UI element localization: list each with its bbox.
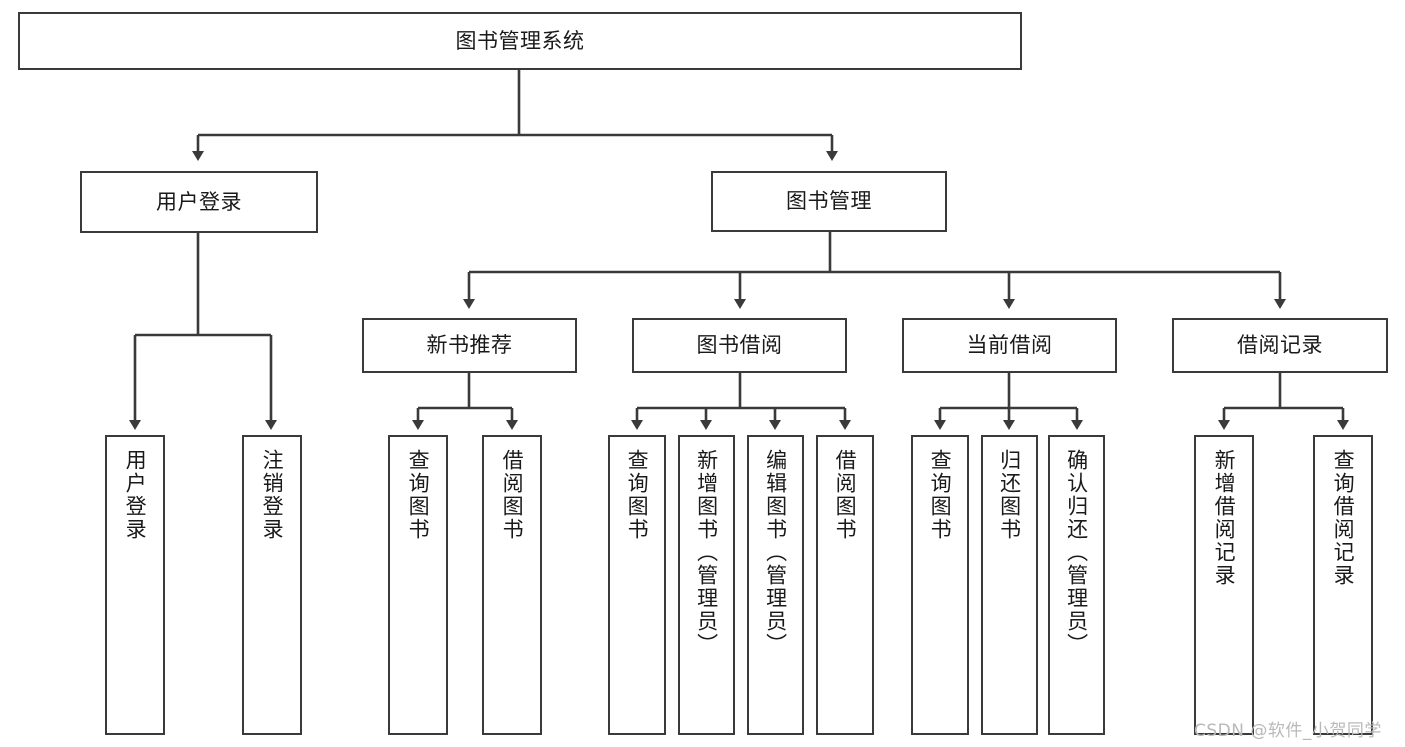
node-book-borrow[interactable]: 图书借阅 bbox=[632, 318, 847, 373]
node-label: 归还图书 bbox=[997, 449, 1022, 541]
node-leaf-add-book-admin[interactable]: 新增图书（管理员） bbox=[678, 435, 735, 735]
node-label: 查询图书 bbox=[625, 449, 650, 541]
node-current-borrow[interactable]: 当前借阅 bbox=[902, 318, 1117, 373]
node-label: 用户登录 bbox=[123, 449, 148, 541]
node-leaf-borrow-book-newbook[interactable]: 借阅图书 bbox=[482, 435, 542, 735]
node-label: 查询借阅记录 bbox=[1331, 449, 1356, 587]
node-label: 图书借阅 bbox=[696, 333, 783, 358]
node-label: 用户登录 bbox=[156, 189, 242, 214]
node-leaf-user-login[interactable]: 用户登录 bbox=[105, 435, 165, 735]
node-label: 注销登录 bbox=[260, 449, 285, 541]
node-label: 借阅图书 bbox=[833, 449, 858, 541]
node-label: 借阅图书 bbox=[500, 449, 525, 541]
node-leaf-query-book-newbook[interactable]: 查询图书 bbox=[388, 435, 448, 735]
node-label: 查询图书 bbox=[928, 449, 953, 541]
node-leaf-confirm-return-admin[interactable]: 确认归还（管理员） bbox=[1048, 435, 1105, 735]
node-label: 确认归还（管理员） bbox=[1064, 449, 1089, 656]
node-leaf-query-borrow-record[interactable]: 查询借阅记录 bbox=[1313, 435, 1373, 735]
node-label: 新书推荐 bbox=[426, 333, 513, 358]
node-label: 借阅记录 bbox=[1237, 333, 1323, 358]
node-new-book-recommend[interactable]: 新书推荐 bbox=[362, 318, 577, 373]
node-user-login[interactable]: 用户登录 bbox=[80, 171, 318, 233]
node-book-manage[interactable]: 图书管理 bbox=[711, 171, 947, 232]
node-label: 当前借阅 bbox=[966, 333, 1053, 358]
node-leaf-query-book-current[interactable]: 查询图书 bbox=[911, 435, 969, 735]
node-label: 编辑图书（管理员） bbox=[763, 449, 788, 656]
node-leaf-edit-book-admin[interactable]: 编辑图书（管理员） bbox=[747, 435, 804, 735]
node-label: 新增图书（管理员） bbox=[694, 449, 719, 656]
node-label: 图书管理 bbox=[786, 189, 872, 214]
watermark: CSDN @软件_小贺同学 bbox=[1194, 721, 1382, 741]
node-leaf-add-borrow-record[interactable]: 新增借阅记录 bbox=[1194, 435, 1254, 735]
node-label: 新增借阅记录 bbox=[1212, 449, 1237, 587]
node-root-system[interactable]: 图书管理系统 bbox=[18, 12, 1022, 70]
node-label: 图书管理系统 bbox=[455, 28, 585, 53]
node-leaf-logout[interactable]: 注销登录 bbox=[242, 435, 302, 735]
node-leaf-return-book[interactable]: 归还图书 bbox=[981, 435, 1038, 735]
node-borrow-record[interactable]: 借阅记录 bbox=[1172, 318, 1388, 373]
node-label: 查询图书 bbox=[406, 449, 431, 541]
node-leaf-borrow-book[interactable]: 借阅图书 bbox=[816, 435, 874, 735]
node-leaf-query-book-borrow[interactable]: 查询图书 bbox=[608, 435, 666, 735]
